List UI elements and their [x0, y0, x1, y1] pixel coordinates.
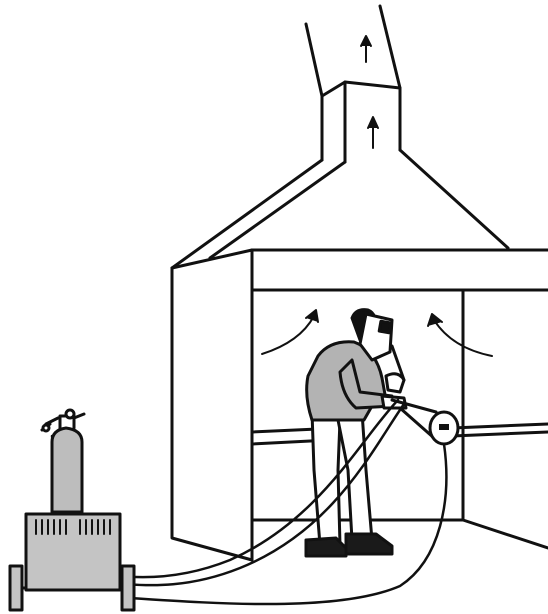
- curved-arrow-icon: [262, 310, 318, 354]
- curved-arrow-icon: [428, 314, 492, 356]
- up-arrow-icon: [368, 117, 378, 148]
- exhaust-hood: [172, 150, 548, 268]
- gas-cylinder-icon: [42, 410, 84, 512]
- exhaust-duct: [306, 6, 400, 162]
- boot-right: [346, 534, 392, 554]
- boot-left: [306, 538, 346, 556]
- up-arrow-icon: [361, 36, 371, 62]
- welding-machine-icon: [10, 514, 134, 610]
